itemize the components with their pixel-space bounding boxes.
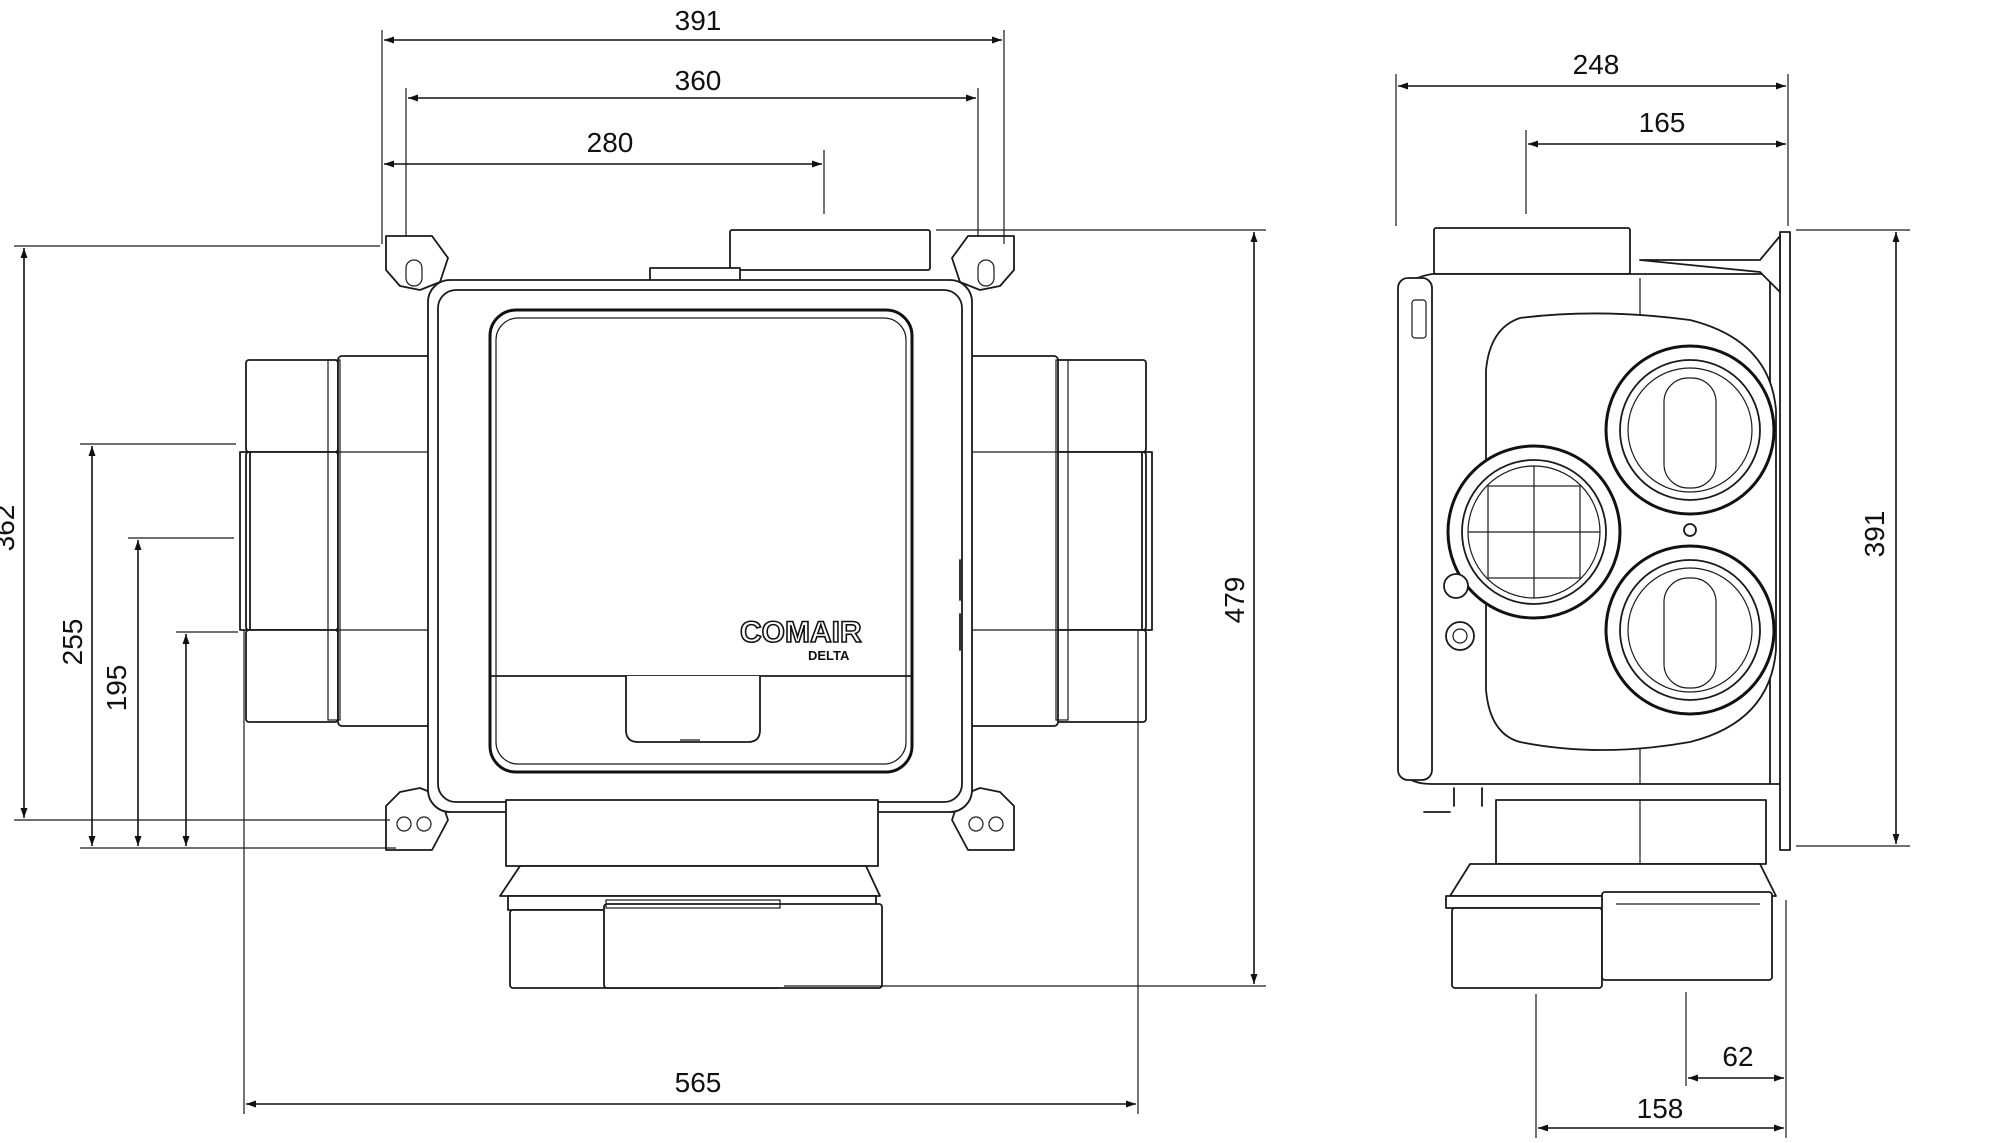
- top-spigot: [649, 229, 931, 283]
- dim-side-top-inner: 165: [1639, 107, 1686, 138]
- dim-front-right-height: 479: [1219, 577, 1250, 624]
- dim-side-top-overall: 248: [1573, 49, 1620, 80]
- side-bottom-ducts: [1445, 799, 1777, 989]
- left-duct-assembly: [239, 355, 435, 727]
- dim-front-bottom-width: 565: [675, 1067, 722, 1098]
- dim-front-left-mid: 255: [57, 619, 88, 666]
- dim-front-left-height: 362: [0, 505, 20, 552]
- dim-side-right-height: 391: [1859, 511, 1890, 558]
- side-spigots: [1443, 344, 1776, 716]
- dim-front-left-inner: 195: [101, 665, 132, 712]
- dim-side-bottom-width: 158: [1637, 1093, 1684, 1124]
- dim-front-top-inner: 280: [587, 127, 634, 158]
- main-housing: [427, 279, 973, 813]
- brand-logo: COMAIR DELTA: [739, 615, 863, 663]
- side-dimensions: 248 165 391 62 158: [1395, 49, 1910, 1138]
- front-view: COMAIR DELTA 391 360 280: [0, 5, 1266, 1114]
- dim-front-top-mid: 360: [675, 65, 722, 96]
- brand-name: COMAIR: [740, 616, 862, 649]
- right-duct-assembly: [961, 355, 1153, 727]
- dim-front-top-overall: 391: [675, 5, 722, 36]
- mounting-brackets: [385, 235, 1015, 851]
- side-view: 248 165 391 62 158: [1395, 49, 1910, 1138]
- brand-model: DELTA: [808, 648, 850, 663]
- dim-side-bottom-small: 62: [1722, 1041, 1753, 1072]
- front-left-dimensions: 362 255 195: [0, 245, 396, 849]
- front-top-dimensions: 391 360 280: [381, 5, 1005, 244]
- bottom-duct-assembly: [499, 799, 883, 989]
- front-right-bottom-dimensions: 479 565: [243, 229, 1266, 1114]
